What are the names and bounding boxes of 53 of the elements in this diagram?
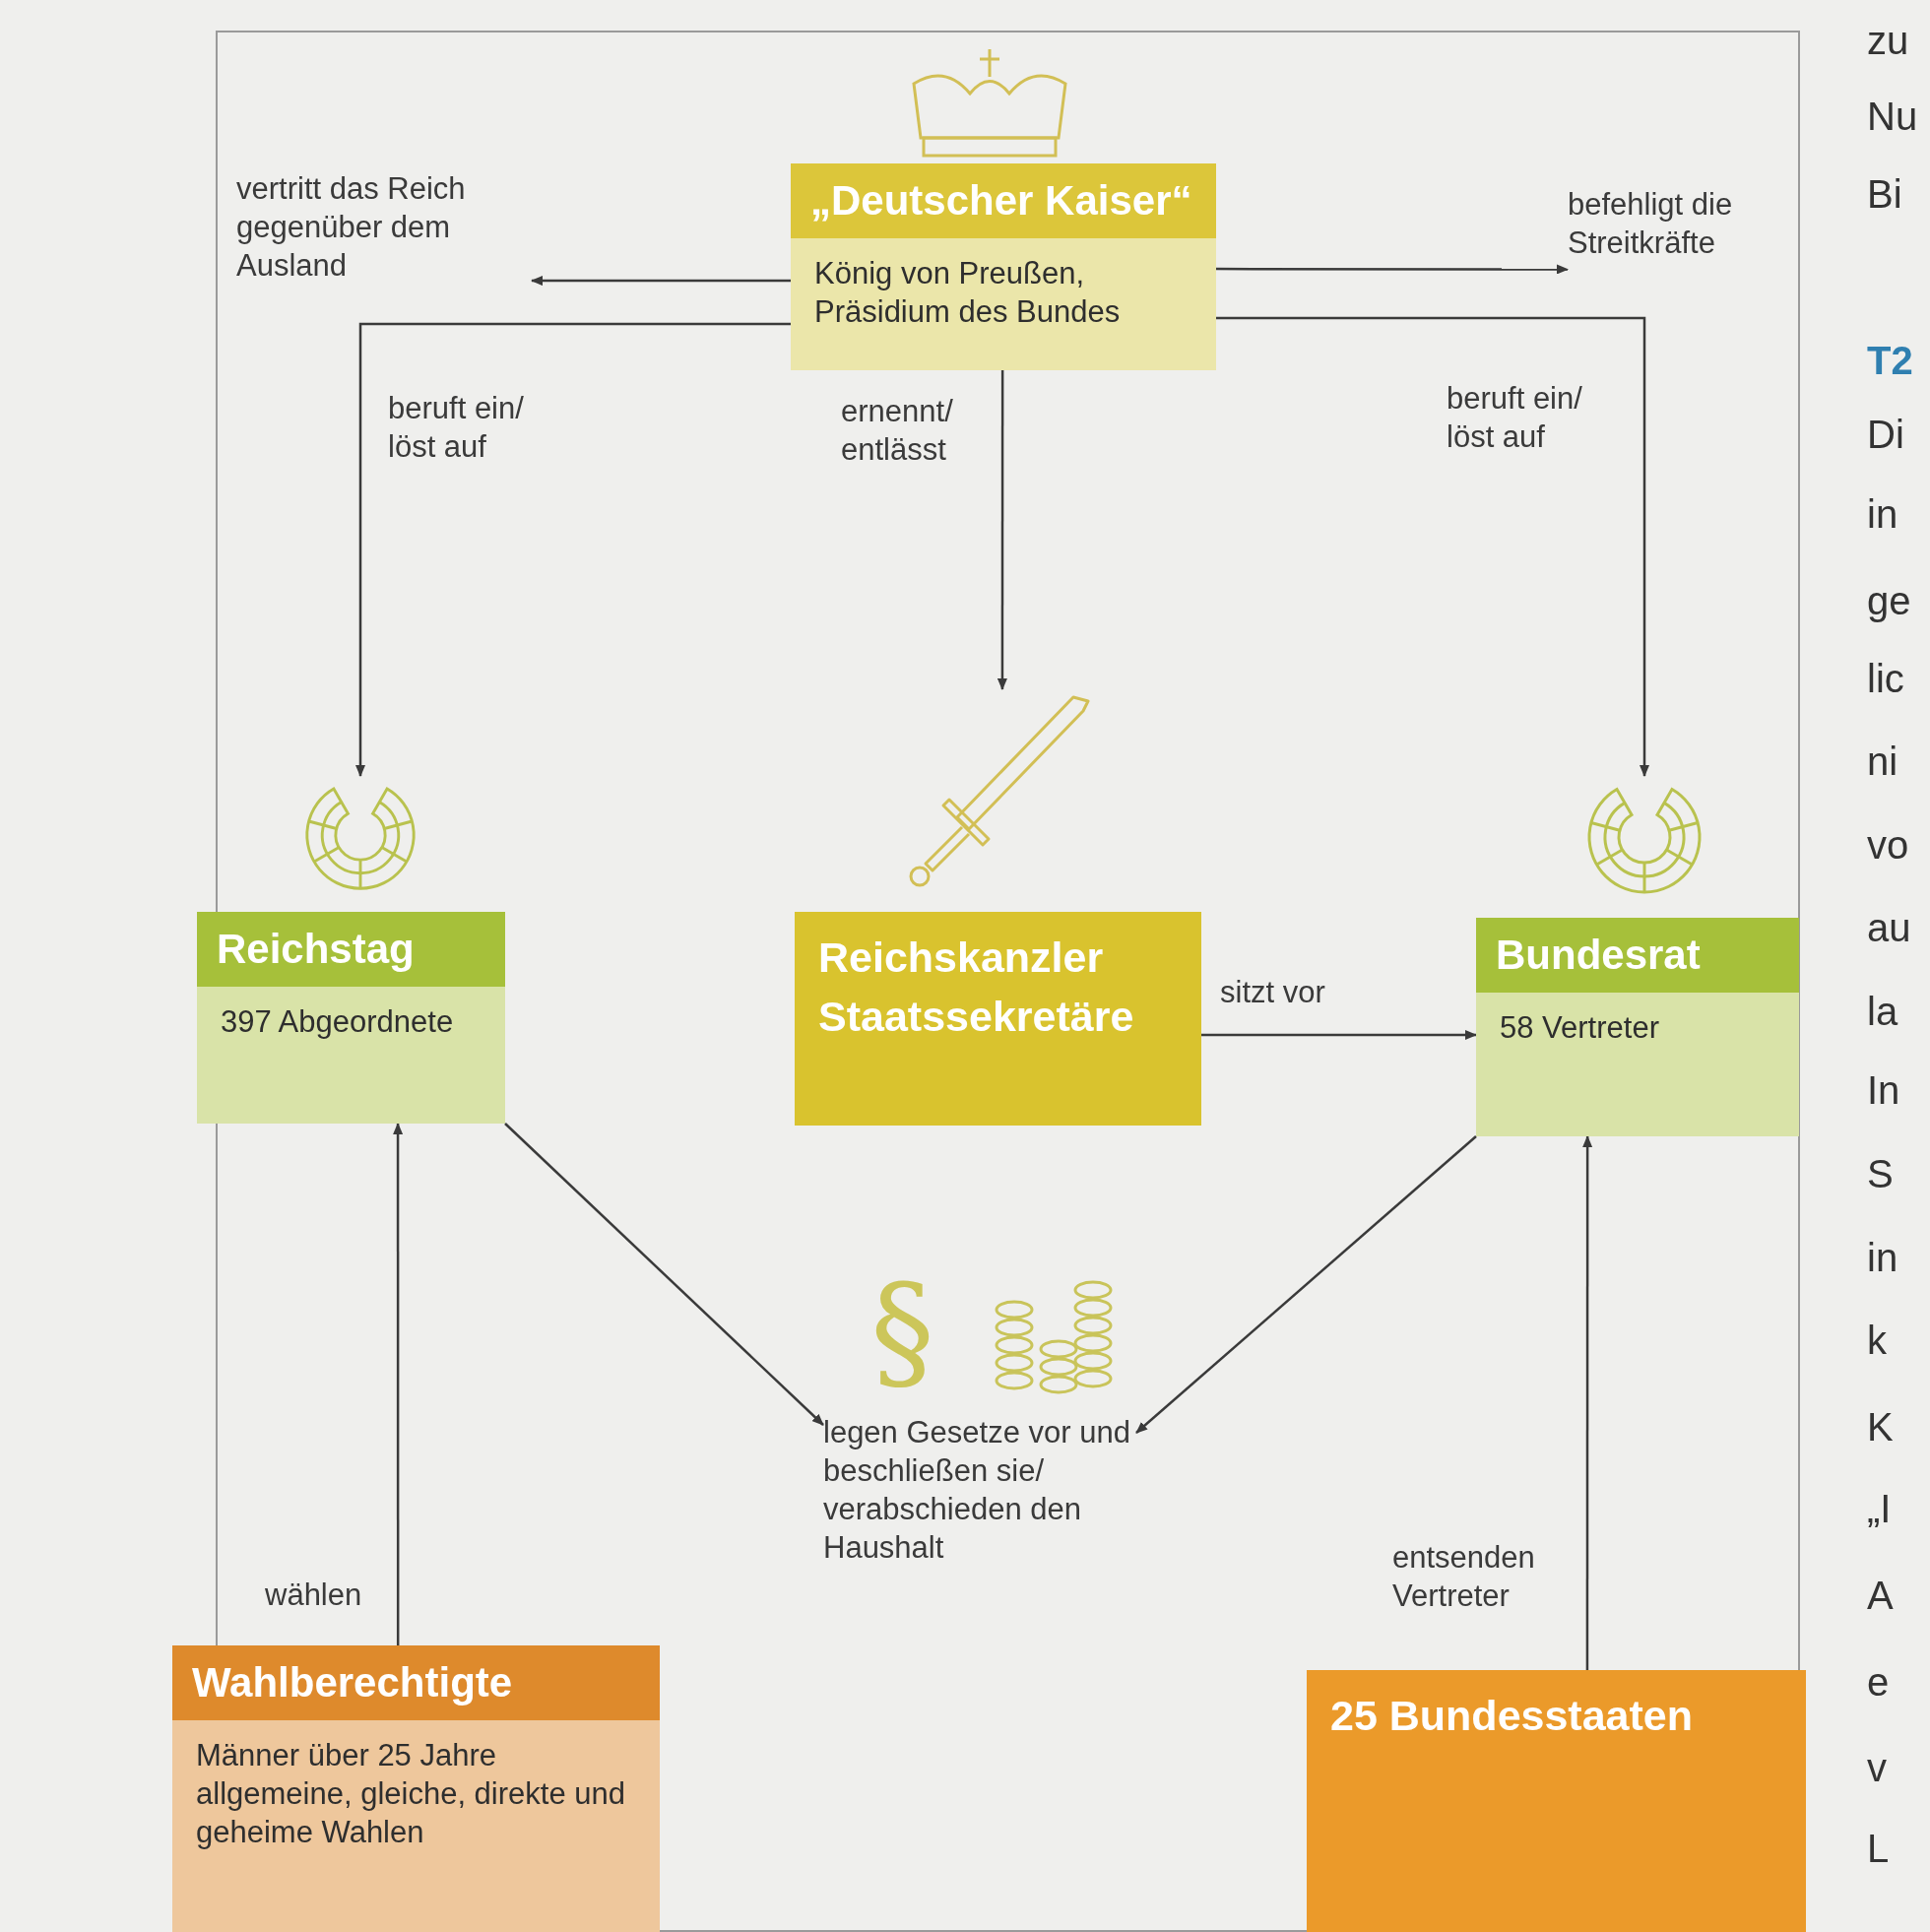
institution-box	[795, 912, 1201, 1126]
box-heading: Reichskanzler Staatssekretäre	[818, 933, 1135, 1042]
page-text-fragment: k	[1867, 1318, 1887, 1363]
page-text-fragment: e	[1867, 1659, 1890, 1705]
page-text-fragment: Nu	[1867, 94, 1918, 139]
institution-box	[1307, 1670, 1806, 1932]
page-text-fragment: S	[1867, 1151, 1894, 1196]
arrow	[531, 276, 791, 287]
institution-box	[1476, 918, 1799, 1136]
page-text-fragment: in	[1867, 491, 1898, 537]
arrow	[504, 1123, 824, 1426]
page-text-fragment: zu	[1867, 18, 1909, 63]
annotation-text: befehligt die Streitkräfte	[1568, 185, 1796, 279]
page-text-fragment: L	[1867, 1826, 1890, 1871]
page-text-fragment: K	[1867, 1404, 1894, 1449]
paragraph-sign: §	[870, 1262, 934, 1400]
box-heading: Wahlberechtigte	[172, 1645, 660, 1720]
page-text-fragment: „I	[1867, 1486, 1892, 1531]
box-heading: „Deutscher Kaiser“	[791, 163, 1216, 238]
page-text-fragment: Bi	[1867, 171, 1902, 217]
page-text-fragment: la	[1867, 989, 1898, 1034]
arrow	[393, 1123, 404, 1645]
page-text-fragment: ge	[1867, 578, 1911, 623]
box-text: König von Preußen, Präsidium des Bundes	[814, 255, 1122, 331]
arrow	[1582, 1135, 1593, 1670]
page-text-fragment: v	[1867, 1745, 1887, 1790]
arrow	[1216, 264, 1569, 275]
box-text: 397 Abgeordnete	[221, 1003, 455, 1041]
page-text-fragment: in	[1867, 1235, 1898, 1280]
page-text-fragment: In	[1867, 1067, 1900, 1113]
box-text: allgemeine, gleiche, direkte und geheime Wahlen	[196, 1775, 626, 1851]
page-text-fragment: au	[1867, 905, 1911, 950]
arrow	[997, 370, 1007, 690]
page-text-fragment: lic	[1867, 656, 1904, 701]
arrow	[1201, 1030, 1477, 1040]
arrow	[355, 322, 791, 777]
page-text-fragment: A	[1867, 1573, 1894, 1618]
box-heading: Bundesrat	[1476, 918, 1799, 993]
institution-box	[172, 1645, 660, 1932]
page-text-fragment: vo	[1867, 822, 1909, 868]
institution-box	[197, 912, 505, 1124]
box-text: Männer über 25 Jahre	[196, 1737, 498, 1774]
institution-box	[791, 163, 1216, 370]
page-text-fragment: ni	[1867, 739, 1898, 784]
page-text-fragment: T2	[1867, 338, 1913, 383]
annotation-text: legen Gesetze vor und beschließen sie/ verabschieden den Haushalt	[823, 1413, 1136, 1610]
annotation-text: vertritt das Reich gegenüber dem Ausland	[236, 169, 532, 297]
arrow	[1135, 1135, 1477, 1434]
box-heading: 25 Bundesstaaten	[1330, 1691, 1695, 1741]
box-text: 58 Vertreter	[1500, 1009, 1660, 1047]
arrow	[1216, 316, 1649, 777]
box-heading: Reichstag	[197, 912, 505, 987]
page-text-fragment: Di	[1867, 412, 1904, 457]
